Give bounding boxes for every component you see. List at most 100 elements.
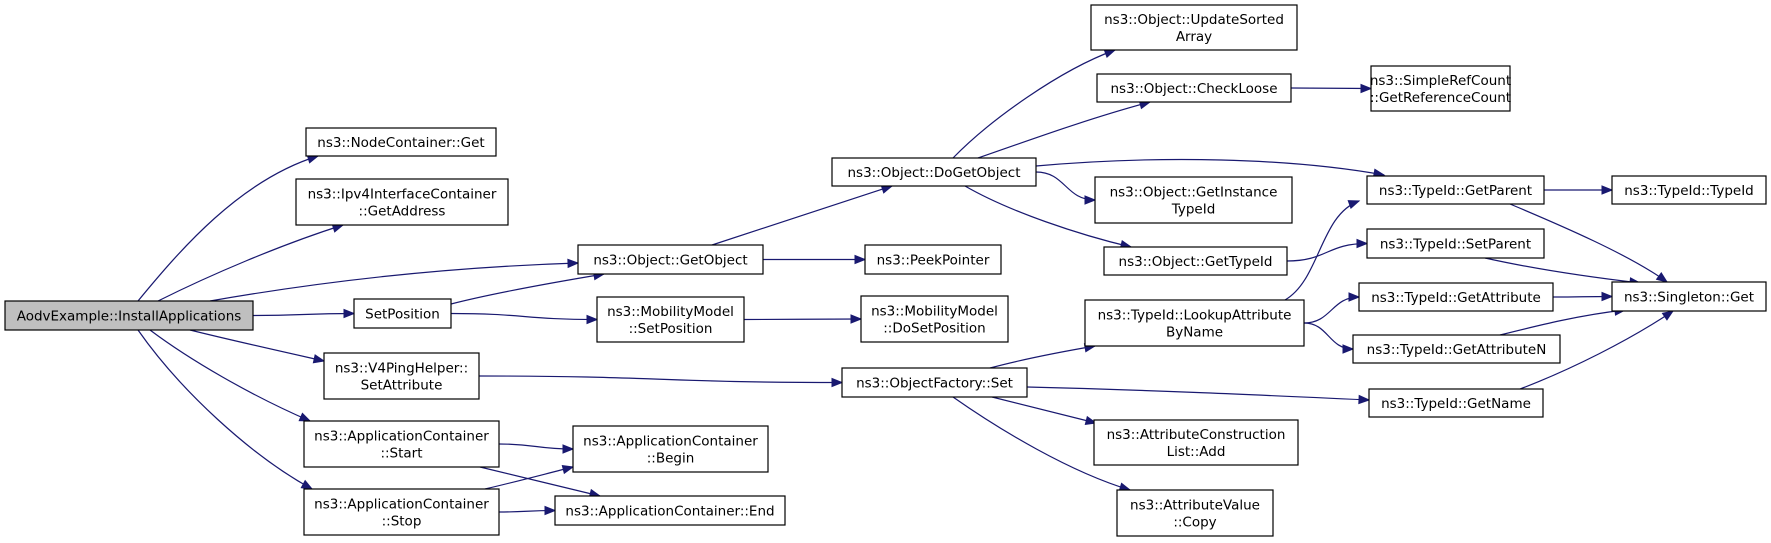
node-label: ns3::ApplicationContainer — [314, 429, 489, 445]
node-box[interactable] — [864, 244, 1002, 275]
node-label: ns3::Object::GetTypeId — [1119, 254, 1273, 270]
node-label: ::Begin — [647, 451, 695, 467]
node-box[interactable] — [572, 425, 769, 473]
node-label: ns3::Singleton::Get — [1624, 290, 1754, 306]
node-ac_end[interactable]: ns3::ApplicationContainer::End — [554, 495, 786, 526]
edge-of_set-to-tid_getname — [1026, 386, 1370, 401]
node-box[interactable] — [1103, 246, 1288, 276]
node-mm_setposition[interactable]: ns3::MobilityModel::SetPosition — [596, 296, 745, 343]
node-box[interactable] — [1366, 175, 1545, 205]
node-label: AodvExample::InstallApplications — [17, 309, 242, 325]
node-box[interactable] — [1090, 4, 1298, 51]
edge-arrowhead-obj_checkloose-to-src_getref — [1360, 83, 1373, 94]
edge-root-to-nc_get — [137, 155, 319, 302]
node-av_copy[interactable]: ns3::AttributeValue::Copy — [1116, 489, 1274, 537]
node-box[interactable] — [303, 488, 500, 536]
node-box[interactable] — [1611, 281, 1767, 312]
node-label: ns3::Ipv4InterfaceContainer — [308, 187, 497, 203]
node-obj_gettypeid[interactable]: ns3::Object::GetTypeId — [1103, 246, 1288, 276]
node-box[interactable] — [577, 244, 764, 275]
node-label: ns3::ApplicationContainer — [314, 497, 489, 513]
edge-of_set-to-acl_add — [991, 396, 1097, 424]
edge-arrowhead-of_set-to-tid_getname — [1358, 394, 1371, 405]
node-label: ns3::Object::DoGetObject — [847, 165, 1020, 181]
node-box[interactable] — [295, 178, 509, 226]
node-nc_get[interactable]: ns3::NodeContainer::Get — [305, 127, 497, 157]
edge-tid_lookup-to-tid_getparent — [1284, 200, 1360, 301]
edge-arrowhead-obj_getobject-to-peekpointer — [854, 254, 867, 265]
node-obj_dogetobject[interactable]: ns3::Object::DoGetObject — [831, 157, 1037, 187]
node-box[interactable] — [1611, 175, 1767, 205]
node-box[interactable] — [596, 296, 745, 343]
node-box[interactable] — [353, 298, 452, 329]
node-box[interactable] — [303, 420, 500, 468]
node-label: ns3::PeekPointer — [877, 253, 990, 269]
edge-obj_gettypeid-to-tid_setparent — [1286, 242, 1368, 262]
node-label: ByName — [1166, 325, 1223, 341]
node-root[interactable]: AodvExample::InstallApplications — [4, 300, 254, 331]
edge-setposition-to-obj_getobject — [450, 273, 605, 305]
node-box[interactable] — [831, 157, 1037, 187]
node-box[interactable] — [1094, 176, 1293, 224]
node-label: ns3::ApplicationContainer::End — [565, 504, 774, 520]
edge-obj_dogetobject-to-obj_updatesorted — [952, 49, 1116, 159]
node-box[interactable] — [1096, 73, 1292, 103]
node-tid_getattribute[interactable]: ns3::TypeId::GetAttribute — [1358, 282, 1554, 312]
node-label: ns3::NodeContainer::Get — [317, 135, 484, 151]
node-box[interactable] — [323, 352, 480, 400]
node-src_getref[interactable]: ns3::SimpleRefCount::GetReferenceCount — [1370, 65, 1511, 112]
node-label: ::DoSetPosition — [883, 321, 985, 337]
node-ipv4_getaddr[interactable]: ns3::Ipv4InterfaceContainer::GetAddress — [295, 178, 509, 226]
node-tid_getname[interactable]: ns3::TypeId::GetName — [1368, 388, 1544, 418]
node-setposition[interactable]: SetPosition — [353, 298, 452, 329]
node-tid_getparent[interactable]: ns3::TypeId::GetParent — [1366, 175, 1545, 205]
edge-of_set-to-av_copy — [952, 396, 1131, 491]
edge-arrowhead-tid_lookup-to-tid_getattributen — [1342, 344, 1355, 354]
node-box[interactable] — [860, 295, 1009, 343]
edge-setposition-to-mm_setposition — [450, 312, 598, 321]
node-peekpointer[interactable]: ns3::PeekPointer — [864, 244, 1002, 275]
node-box[interactable] — [841, 367, 1028, 398]
node-v4ping[interactable]: ns3::V4PingHelper::SetAttribute — [323, 352, 480, 400]
node-tid_typeid[interactable]: ns3::TypeId::TypeId — [1611, 175, 1767, 205]
node-box[interactable] — [1366, 228, 1545, 259]
node-label: ns3::ApplicationContainer — [583, 434, 758, 450]
node-obj_checkloose[interactable]: ns3::Object::CheckLoose — [1096, 73, 1292, 103]
node-ac_begin[interactable]: ns3::ApplicationContainer::Begin — [572, 425, 769, 473]
edge-root-to-ipv4_getaddr — [157, 224, 344, 302]
node-box[interactable] — [554, 495, 786, 526]
edge-tid_setparent-to-singleton_get — [1484, 257, 1641, 284]
edge-arrowhead-obj_dogetobject-to-obj_getinstance — [1084, 195, 1097, 205]
edge-arrowhead-setposition-to-mm_setposition — [586, 314, 599, 325]
node-label: SetAttribute — [361, 378, 443, 394]
edge-of_set-to-tid_lookup — [989, 345, 1096, 369]
node-box[interactable] — [1093, 419, 1299, 466]
node-singleton_get[interactable]: ns3::Singleton::Get — [1611, 281, 1767, 312]
node-mm_dosetposition[interactable]: ns3::MobilityModel::DoSetPosition — [860, 295, 1009, 343]
node-tid_setparent[interactable]: ns3::TypeId::SetParent — [1366, 228, 1545, 259]
node-ac_stop[interactable]: ns3::ApplicationContainer::Stop — [303, 488, 500, 536]
edge-arrowhead-mm_setposition-to-mm_dosetposition — [850, 314, 863, 324]
node-ac_start[interactable]: ns3::ApplicationContainer::Start — [303, 420, 500, 468]
edge-arrowhead-tid_getparent-to-singleton_get — [1655, 271, 1669, 283]
node-label: ::SetPosition — [629, 321, 713, 337]
node-box[interactable] — [305, 127, 497, 157]
node-label: ::Copy — [1173, 515, 1216, 531]
node-of_set[interactable]: ns3::ObjectFactory::Set — [841, 367, 1028, 398]
node-box[interactable] — [1370, 65, 1511, 112]
node-box[interactable] — [1368, 388, 1544, 418]
node-tid_getattributen[interactable]: ns3::TypeId::GetAttributeN — [1352, 334, 1561, 364]
node-obj_getobject[interactable]: ns3::Object::GetObject — [577, 244, 764, 275]
node-box[interactable] — [1358, 282, 1554, 312]
node-box[interactable] — [1352, 334, 1561, 364]
node-label: ns3::TypeId::GetAttribute — [1371, 290, 1541, 306]
node-box[interactable] — [1084, 299, 1305, 347]
node-box[interactable] — [1116, 489, 1274, 537]
node-box[interactable] — [4, 300, 254, 331]
edge-arrowhead-ac_stop-to-ac_end — [544, 505, 557, 516]
edge-ac_start-to-ac_end — [479, 466, 601, 497]
